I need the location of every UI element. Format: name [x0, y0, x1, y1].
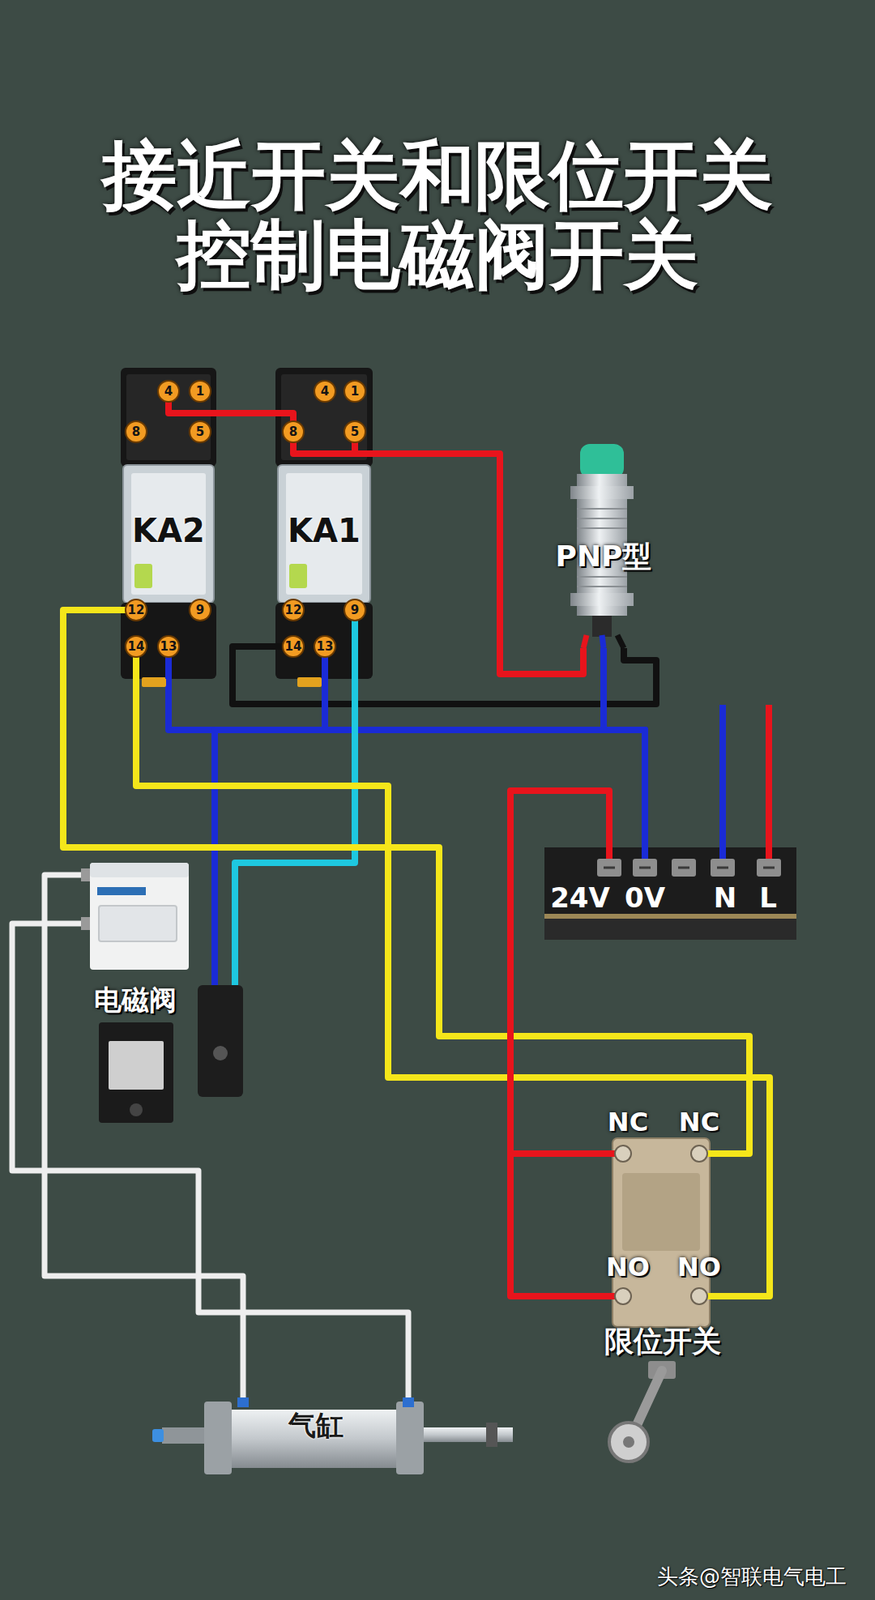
- sensor-nut: [570, 593, 634, 607]
- coil-nut: [129, 1103, 143, 1117]
- power-terminal-block: [544, 847, 797, 940]
- cylinder-fitting: [162, 1427, 206, 1444]
- pin-number: 12: [124, 598, 148, 622]
- relay: KA1: [275, 367, 373, 679]
- lever-roller: [609, 1422, 649, 1462]
- cylinder-port: [402, 1397, 415, 1408]
- wire: [510, 790, 610, 1154]
- cylinder-cap: [396, 1401, 424, 1475]
- pin-number: 9: [343, 598, 367, 622]
- pin-number: 13: [157, 635, 180, 658]
- sensor-type: PNP型: [555, 540, 653, 573]
- title: 接近开关和限位开关 控制电磁阀开关: [64, 136, 811, 295]
- relay-led: [134, 563, 153, 589]
- power-terminal-block: 24V 0V NL: [544, 847, 797, 940]
- valve-coil: [98, 1022, 174, 1123]
- pin-number: 5: [188, 420, 212, 444]
- limit-switch-body: [612, 1138, 710, 1328]
- wire: [168, 678, 645, 848]
- terminal-screw: [691, 1288, 708, 1305]
- relay-clip: [297, 677, 322, 688]
- pin-number: 4: [157, 379, 180, 403]
- terminal-screw: [614, 1288, 632, 1305]
- relay-case: [277, 465, 371, 603]
- pin-number: 14: [124, 635, 148, 658]
- cylinder-rod: [423, 1427, 513, 1443]
- terminal-name: NC: [607, 1109, 649, 1137]
- relay-socket: [126, 374, 211, 461]
- limit-switch: 限位开关: [599, 1138, 730, 1362]
- pin-number: 1: [343, 379, 367, 403]
- pin-number: 4: [313, 379, 337, 403]
- lever-roller: [623, 1436, 635, 1448]
- terminal-name: 0V: [624, 883, 666, 914]
- terminal-screw: [614, 1145, 632, 1162]
- solenoid-valve: 电磁阀: [81, 858, 199, 1127]
- wire: [12, 923, 409, 1398]
- coil-plate: [108, 1041, 164, 1090]
- wire: [617, 635, 624, 649]
- relay-case: [285, 473, 363, 595]
- proximity-sensor: PNP型: [550, 437, 657, 649]
- terminal-screw: [691, 1145, 708, 1162]
- relay-led: [289, 563, 308, 589]
- limit-switch-body: [622, 1173, 700, 1251]
- cylinder-tube: [231, 1409, 397, 1469]
- relay-socket: [120, 367, 217, 467]
- relay-name: KA1: [287, 512, 361, 549]
- valve-badge: [97, 887, 146, 896]
- pin-number: 14: [281, 635, 305, 658]
- relay-case: [123, 465, 214, 603]
- pin-number: 5: [343, 420, 367, 444]
- terminal-name: N: [713, 883, 737, 914]
- relay-socket: [275, 367, 373, 467]
- valve-plate: [98, 905, 177, 942]
- part-name: 电磁阀: [93, 985, 177, 1016]
- sensor-cap: [580, 443, 624, 479]
- cylinder-cap: [204, 1401, 232, 1475]
- terminal-name: NO: [677, 1254, 722, 1282]
- wire: [583, 635, 587, 649]
- wire: [198, 729, 645, 1038]
- cylinder-fitting: [152, 1429, 164, 1443]
- sensor-cable: [592, 615, 612, 637]
- part-name: 限位开关: [604, 1325, 722, 1358]
- air-cylinder: 气缸: [204, 1397, 424, 1475]
- terminal-name: NC: [678, 1109, 720, 1137]
- watermark: 头条@智联电气电工: [657, 1565, 847, 1589]
- pin-number: 12: [281, 598, 305, 622]
- power-terminal-block: [544, 913, 797, 919]
- relay-case: [131, 473, 206, 595]
- terminal-name: L: [759, 883, 777, 914]
- pin-number: 1: [188, 379, 212, 403]
- relay-name: KA2: [132, 512, 205, 549]
- coil-plug: [197, 985, 244, 1097]
- part-name: 气缸: [288, 1410, 344, 1441]
- valve-body: [89, 862, 189, 970]
- pin-number: 9: [188, 598, 212, 622]
- wire: [765, 704, 773, 867]
- cylinder-port: [237, 1397, 249, 1408]
- plug-screw: [213, 1045, 228, 1061]
- wire: [372, 453, 584, 675]
- pin-number: 8: [281, 420, 305, 444]
- wire: [216, 409, 276, 417]
- relay-clip: [141, 677, 167, 688]
- sensor-nut: [570, 486, 634, 500]
- wire: [136, 678, 770, 1297]
- power-terminal-block: [544, 918, 797, 940]
- terminal-name: NO: [606, 1254, 650, 1282]
- pin-number: 13: [313, 635, 337, 658]
- wire: [719, 704, 726, 867]
- screw-slot: [603, 866, 775, 870]
- valve-body: [89, 862, 189, 878]
- wire: [601, 635, 604, 649]
- relay: KA2: [120, 367, 217, 679]
- pin-number: 8: [124, 420, 148, 444]
- rod-nut: [486, 1422, 498, 1447]
- wire: [324, 678, 645, 848]
- terminal-name: 24V: [550, 883, 611, 914]
